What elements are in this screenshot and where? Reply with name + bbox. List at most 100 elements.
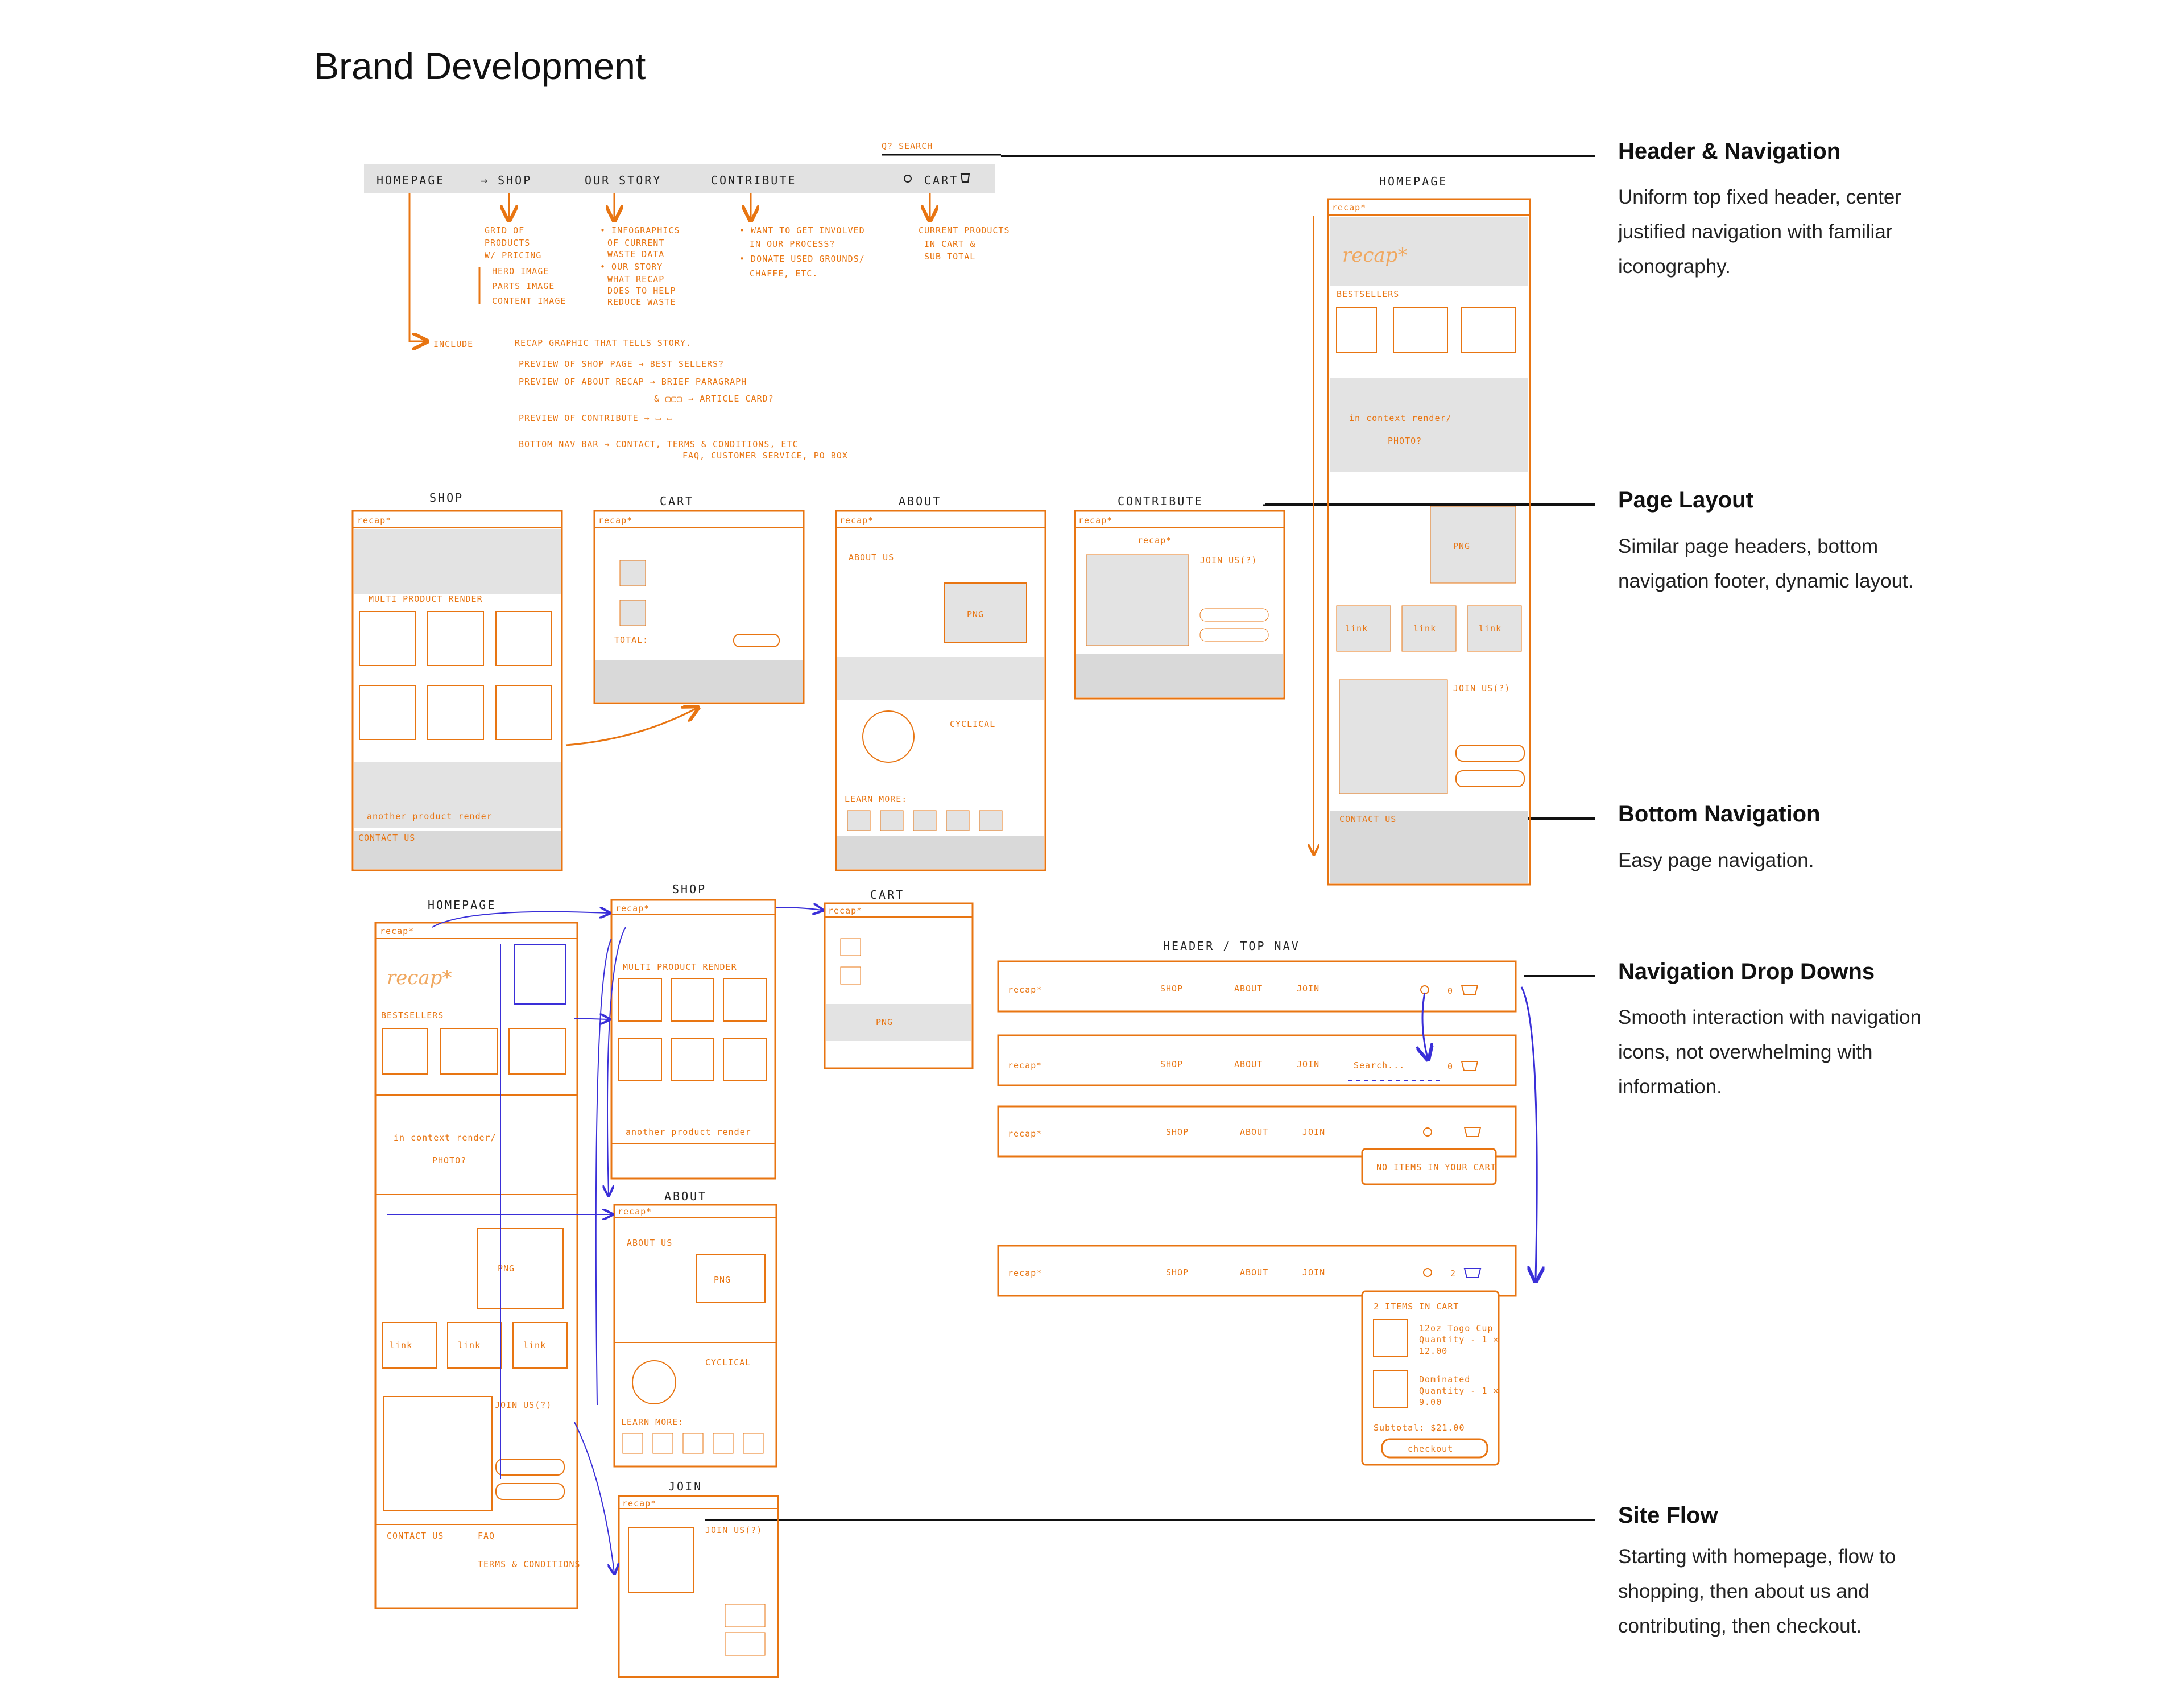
wireframe-homepage: HOMEPAGE recap* recap* BESTSELLERS in co… bbox=[1314, 175, 1531, 886]
wireframe-about: ABOUT recap* ABOUT US PNG CYCLICAL LEARN… bbox=[835, 494, 1046, 871]
svg-text:recap*: recap* bbox=[1332, 203, 1366, 213]
callout-title-bottom-nav: Bottom Navigation bbox=[1618, 801, 1821, 827]
svg-text:CYCLICAL: CYCLICAL bbox=[705, 1357, 751, 1367]
svg-text:ABOUT: ABOUT bbox=[1240, 1127, 1268, 1137]
svg-text:BESTSELLERS: BESTSELLERS bbox=[1337, 289, 1399, 299]
svg-text:ABOUT: ABOUT bbox=[899, 494, 941, 508]
svg-text:2: 2 bbox=[1450, 1269, 1456, 1279]
svg-text:WASTE DATA: WASTE DATA bbox=[607, 249, 664, 259]
contribute-notes: • WANT TO GET INVOLVED IN OUR PROCESS? •… bbox=[739, 225, 865, 279]
svg-text:FAQ: FAQ bbox=[478, 1531, 495, 1541]
flow-arrows bbox=[387, 907, 822, 1573]
cart-icon bbox=[960, 173, 970, 183]
svg-text:PNG: PNG bbox=[1453, 541, 1470, 551]
svg-text:MULTI PRODUCT RENDER: MULTI PRODUCT RENDER bbox=[623, 962, 737, 972]
wireframe-shop: SHOP recap* MULTI PRODUCT RENDER another… bbox=[351, 491, 563, 871]
flow-shop: SHOP recap* MULTI PRODUCT RENDER another… bbox=[610, 882, 776, 1180]
callout-desc-bottom-nav: Easy page navigation. bbox=[1618, 849, 1814, 871]
svg-text:ABOUT US: ABOUT US bbox=[627, 1238, 672, 1248]
callout-desc-page-layout: Similar page headers, bottom navigation … bbox=[1618, 535, 1914, 592]
svg-text:ABOUT: ABOUT bbox=[1234, 984, 1263, 994]
leader-page-layout bbox=[1265, 503, 1595, 506]
svg-text:SUB TOTAL: SUB TOTAL bbox=[924, 251, 975, 262]
svg-text:IN CART &: IN CART & bbox=[924, 239, 975, 249]
svg-text:recap*: recap* bbox=[1008, 985, 1042, 995]
svg-text:link: link bbox=[1413, 623, 1436, 634]
svg-text:CURRENT PRODUCTS: CURRENT PRODUCTS bbox=[919, 225, 1010, 235]
svg-text:ABOUT: ABOUT bbox=[664, 1189, 707, 1203]
svg-text:9.00: 9.00 bbox=[1419, 1397, 1442, 1407]
svg-text:HEADER / TOP NAV: HEADER / TOP NAV bbox=[1163, 939, 1300, 953]
svg-text:SHOP: SHOP bbox=[1160, 984, 1183, 994]
svg-text:recap*: recap* bbox=[828, 906, 862, 916]
story-notes: • INFOGRAPHICS OF CURRENT WASTE DATA • O… bbox=[600, 225, 679, 307]
svg-text:recap*: recap* bbox=[1008, 1129, 1042, 1139]
svg-text:BESTSELLERS: BESTSELLERS bbox=[381, 1010, 444, 1020]
svg-text:checkout: checkout bbox=[1408, 1444, 1453, 1454]
svg-text:CONTACT US: CONTACT US bbox=[358, 833, 415, 843]
cart-notes: CURRENT PRODUCTS IN CART & SUB TOTAL bbox=[919, 225, 1010, 262]
svg-text:REDUCE WASTE: REDUCE WASTE bbox=[607, 297, 676, 307]
svg-text:Quantity - 1 ×: Quantity - 1 × bbox=[1419, 1334, 1499, 1345]
svg-text:BOTTOM NAV BAR → CONTACT, TERM: BOTTOM NAV BAR → CONTACT, TERMS & CONDIT… bbox=[519, 439, 799, 449]
svg-text:recap*: recap* bbox=[357, 515, 391, 526]
svg-text:another product render: another product render bbox=[367, 811, 493, 821]
svg-text:recap*: recap* bbox=[618, 1207, 652, 1217]
wireframe-contribute: CONTRIBUTE recap* recap* JOIN US(?) bbox=[1074, 494, 1285, 700]
callout-desc-header-nav: Uniform top fixed header, center justifi… bbox=[1618, 186, 1902, 278]
shop-notes: GRID OF PRODUCTS W/ PRICING HERO IMAGE P… bbox=[485, 225, 565, 306]
svg-text:LEARN MORE:: LEARN MORE: bbox=[621, 1417, 684, 1427]
flow-homepage: HOMEPAGE recap* recap* BESTSELLERS in co… bbox=[374, 898, 580, 1609]
svg-text:link: link bbox=[458, 1340, 481, 1350]
svg-text:ABOUT: ABOUT bbox=[1240, 1267, 1268, 1278]
svg-text:in context render/: in context render/ bbox=[1349, 413, 1452, 423]
callout-title-drop-downs: Navigation Drop Downs bbox=[1618, 959, 1875, 984]
svg-text:JOIN: JOIN bbox=[1297, 1059, 1320, 1069]
callout-desc-drop-downs: Smooth interaction with navigation icons… bbox=[1618, 1006, 1922, 1098]
svg-text:PHOTO?: PHOTO? bbox=[1388, 436, 1422, 446]
svg-text:• WANT TO GET INVOLVED: • WANT TO GET INVOLVED bbox=[739, 225, 865, 235]
svg-text:SHOP: SHOP bbox=[429, 491, 464, 505]
leader-drop-downs bbox=[1524, 975, 1595, 977]
callout-desc-site-flow: Starting with homepage, flow to shopping… bbox=[1618, 1546, 1896, 1637]
svg-text:DOES TO HELP: DOES TO HELP bbox=[607, 286, 676, 296]
svg-text:JOIN: JOIN bbox=[1302, 1267, 1325, 1278]
sitemap-nav-shop: → SHOP bbox=[481, 173, 532, 187]
svg-text:Quantity - 1 ×: Quantity - 1 × bbox=[1419, 1386, 1499, 1396]
svg-text:PREVIEW OF SHOP PAGE → BEST SE: PREVIEW OF SHOP PAGE → BEST SELLERS? bbox=[519, 359, 724, 369]
svg-text:INCLUDE: INCLUDE bbox=[433, 339, 473, 349]
svg-text:Dominated: Dominated bbox=[1419, 1374, 1470, 1385]
svg-text:CART: CART bbox=[870, 888, 904, 902]
flow-cart: CART recap* PNG bbox=[824, 888, 974, 1069]
header-nav-variants: HEADER / TOP NAV recap* SHOP ABOUT JOIN … bbox=[997, 939, 1537, 1466]
svg-text:HOMEPAGE: HOMEPAGE bbox=[428, 898, 496, 912]
svg-text:HERO IMAGE: HERO IMAGE bbox=[492, 266, 549, 276]
svg-text:CONTACT US: CONTACT US bbox=[387, 1531, 444, 1541]
svg-text:FAQ, CUSTOMER SERVICE, PO BOX: FAQ, CUSTOMER SERVICE, PO BOX bbox=[682, 451, 848, 461]
flow-about: ABOUT recap* ABOUT US PNG CYCLICAL LEARN… bbox=[613, 1189, 777, 1468]
svg-text:another product render: another product render bbox=[626, 1127, 751, 1137]
svg-text:JOIN US(?): JOIN US(?) bbox=[705, 1525, 762, 1535]
svg-text:JOIN US(?): JOIN US(?) bbox=[1200, 555, 1257, 565]
leader-header-nav bbox=[1001, 155, 1595, 157]
svg-text:NO ITEMS IN YOUR CART: NO ITEMS IN YOUR CART bbox=[1376, 1162, 1496, 1172]
svg-text:link: link bbox=[1479, 623, 1502, 634]
svg-text:CYCLICAL: CYCLICAL bbox=[950, 719, 995, 729]
svg-text:2 ITEMS IN CART: 2 ITEMS IN CART bbox=[1374, 1302, 1459, 1312]
sitemap-nav-story: OUR STORY bbox=[585, 173, 661, 187]
svg-text:recap*: recap* bbox=[380, 926, 414, 936]
svg-text:Search...: Search... bbox=[1354, 1060, 1405, 1071]
svg-text:CART: CART bbox=[660, 494, 694, 508]
sitemap-nav-cart: CART bbox=[924, 173, 958, 187]
search-note: Q? SEARCH bbox=[882, 141, 933, 151]
search-icon bbox=[904, 175, 912, 183]
svg-text:W/ PRICING: W/ PRICING bbox=[485, 250, 541, 261]
svg-text:recap*: recap* bbox=[1342, 244, 1407, 267]
sitemap-nav-bar bbox=[364, 164, 995, 193]
svg-text:PHOTO?: PHOTO? bbox=[432, 1155, 466, 1166]
svg-text:PREVIEW OF ABOUT RECAP → BRIEF: PREVIEW OF ABOUT RECAP → BRIEF PARAGRAPH bbox=[519, 377, 747, 387]
svg-text:12.00: 12.00 bbox=[1419, 1346, 1447, 1356]
include-notes: INCLUDE RECAP GRAPHIC THAT TELLS STORY. … bbox=[433, 338, 848, 461]
svg-text:CONTRIBUTE: CONTRIBUTE bbox=[1118, 494, 1203, 508]
svg-text:& ▢▢▢ → ARTICLE CARD?: & ▢▢▢ → ARTICLE CARD? bbox=[654, 394, 774, 404]
